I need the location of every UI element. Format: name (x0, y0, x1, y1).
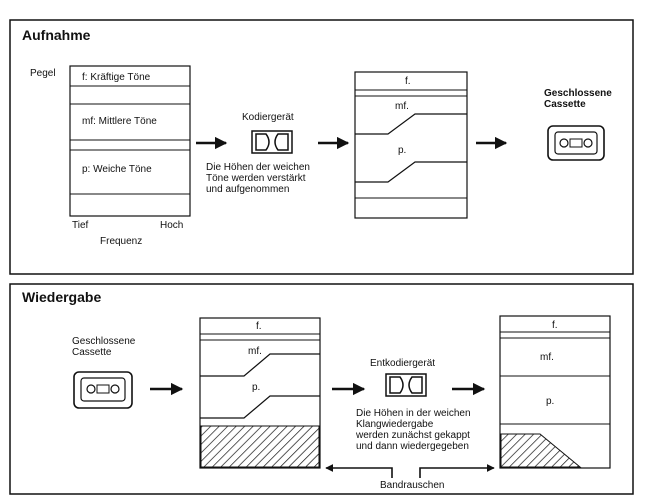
panel-title-aufnahme: Aufnahme (22, 27, 91, 43)
panel-title-wiedergabe: Wiedergabe (22, 289, 102, 305)
cassette-icon (547, 125, 605, 161)
panel-wiedergabe-frame (9, 283, 634, 495)
decoded-level-box (499, 315, 611, 469)
tape-level-box-with-noise (199, 317, 321, 469)
left-box-label-f: f. (256, 321, 262, 332)
encoder-note: Die Höhen der weichen Töne werden verstä… (206, 162, 310, 195)
axis-label-low: Tief (72, 220, 89, 231)
panel-aufnahme-frame (9, 19, 634, 275)
level-label-mf: mf: Mittlere Töne (82, 116, 157, 127)
noise-label: Bandrauschen (380, 480, 445, 491)
encoded-box-label-f: f. (405, 76, 411, 87)
right-box-label-mf: mf. (540, 352, 554, 363)
noise-arrow-right (419, 464, 495, 478)
right-box-label-f: f. (552, 320, 558, 331)
cassette-label-bottom: Geschlossene Cassette (72, 336, 136, 358)
encoder-label: Kodiergerät (242, 112, 294, 123)
cassette-label-top: Geschlossene Cassette (544, 88, 612, 110)
left-box-label-mf: mf. (248, 346, 262, 357)
level-frequency-chart (69, 65, 191, 217)
dolby-logo-icon (385, 373, 427, 397)
level-label-p: p: Weiche Töne (82, 164, 152, 175)
cassette-icon (73, 371, 133, 409)
hatch-noise-pattern (500, 433, 582, 468)
right-box-label-p: p. (546, 396, 555, 407)
axis-label-frequency: Frequenz (100, 236, 143, 247)
axis-label-level: Pegel (30, 68, 56, 79)
left-box-label-p: p. (252, 382, 261, 393)
axis-label-high: Hoch (160, 220, 184, 231)
decoder-note: Die Höhen in der weichen Klangwiedergabe… (356, 408, 471, 452)
encoded-level-box (354, 71, 468, 219)
dolby-logo-icon (251, 130, 293, 154)
noise-arrow-left (325, 464, 393, 478)
hatch-noise-pattern (200, 425, 320, 468)
encoded-box-label-mf: mf. (395, 101, 409, 112)
encoded-box-label-p: p. (398, 145, 407, 156)
level-label-f: f: Kräftige Töne (82, 72, 151, 83)
decoder-label: Entkodiergerät (370, 358, 436, 369)
